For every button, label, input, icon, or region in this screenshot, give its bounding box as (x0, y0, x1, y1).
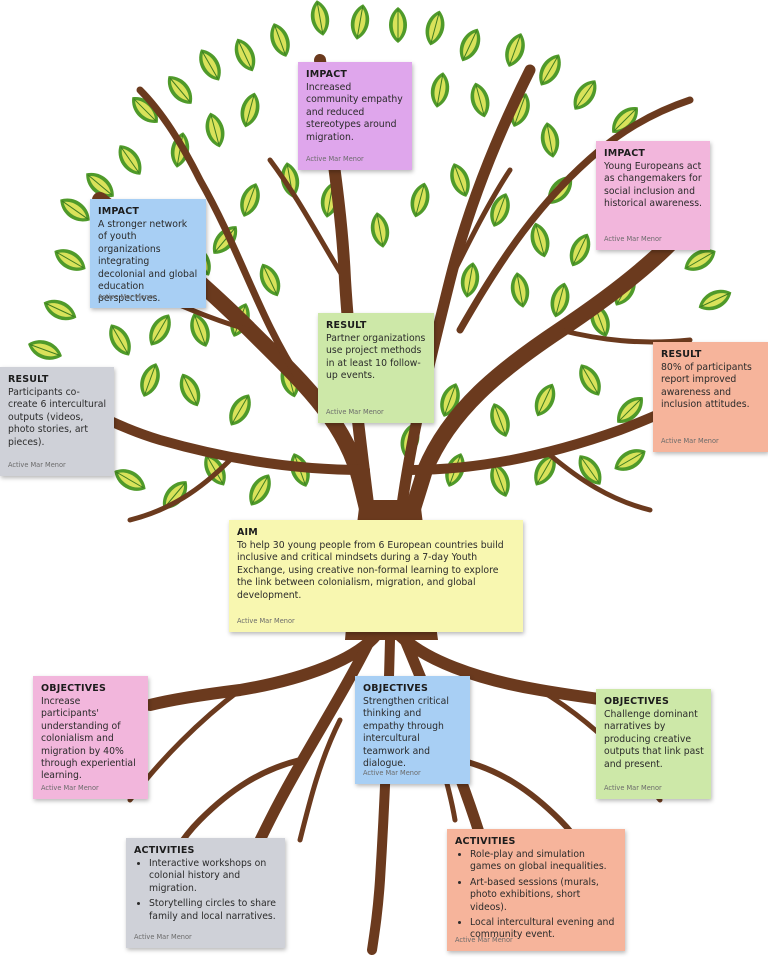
aim-note: AIM To help 30 young people from 6 Europ… (229, 520, 523, 632)
note-signature: Active Mar Menor (98, 293, 156, 301)
note-signature: Active Mar Menor (306, 155, 364, 163)
result-heading: RESULT (661, 349, 702, 360)
activity-item: Interactive workshops on colonial histor… (149, 858, 278, 895)
activity-item: Storytelling circles to share family and… (149, 898, 278, 923)
result-text: Participants co-create 6 intercultural o… (8, 387, 107, 448)
impact-text: Young Europeans act as changemakers for … (604, 161, 702, 210)
note-signature: Active Mar Menor (455, 936, 513, 944)
result-heading: RESULT (8, 374, 49, 385)
note-signature: Active Mar Menor (8, 461, 66, 469)
impact-note-top: IMPACT Increased community empathy and r… (298, 62, 412, 170)
objectives-text: Strengthen critical thinking and empathy… (363, 696, 449, 770)
objectives-text: Challenge dominant narratives by produci… (604, 709, 704, 770)
note-signature: Active Mar Menor (237, 617, 295, 625)
activity-item: Role-play and simulation games on global… (470, 849, 618, 874)
note-signature: Active Mar Menor (604, 784, 662, 792)
note-signature: Active Mar Menor (134, 933, 192, 941)
objectives-text: Increase participants' understanding of … (41, 696, 136, 782)
activities-list: Role-play and simulation games on global… (455, 849, 618, 942)
activities-note-left: ACTIVITIES Interactive workshops on colo… (126, 838, 285, 948)
result-heading: RESULT (326, 320, 367, 331)
note-signature: Active Mar Menor (326, 408, 384, 416)
activities-list: Interactive workshops on colonial histor… (134, 858, 278, 923)
activities-heading: ACTIVITIES (134, 845, 195, 856)
result-text: Partner organizations use project method… (326, 333, 426, 382)
note-signature: Active Mar Menor (604, 235, 662, 243)
objectives-note-right: OBJECTIVES Challenge dominant narratives… (596, 689, 711, 799)
result-note-center: RESULT Partner organizations use project… (318, 313, 434, 423)
objectives-note-center: OBJECTIVES Strengthen critical thinking … (355, 676, 470, 784)
impact-heading: IMPACT (98, 206, 140, 217)
impact-note-left: IMPACT A stronger network of youth organ… (90, 199, 206, 308)
objectives-heading: OBJECTIVES (41, 683, 107, 694)
impact-heading: IMPACT (604, 148, 646, 159)
result-note-right: RESULT 80% of participants report improv… (653, 342, 768, 452)
note-signature: Active Mar Menor (661, 437, 719, 445)
objectives-heading: OBJECTIVES (604, 696, 670, 707)
impact-heading: IMPACT (306, 69, 348, 80)
note-signature: Active Mar Menor (363, 769, 421, 777)
aim-heading: AIM (237, 527, 258, 538)
activities-heading: ACTIVITIES (455, 836, 516, 847)
activities-note-right: ACTIVITIES Role-play and simulation game… (447, 829, 625, 951)
note-signature: Active Mar Menor (41, 784, 99, 792)
result-note-left: RESULT Participants co-create 6 intercul… (0, 367, 114, 476)
result-text: 80% of participants report improved awar… (661, 362, 752, 411)
objectives-note-left: OBJECTIVES Increase participants' unders… (33, 676, 148, 799)
objectives-heading: OBJECTIVES (363, 683, 429, 694)
impact-text: A stronger network of youth organization… (98, 219, 198, 305)
activity-item: Art-based sessions (murals, photo exhibi… (470, 877, 618, 914)
impact-note-right: IMPACT Young Europeans act as changemake… (596, 141, 710, 250)
impact-text: Increased community empathy and reduced … (306, 82, 403, 143)
activity-item: Local intercultural evening and communit… (470, 917, 618, 942)
aim-text: To help 30 young people from 6 European … (237, 540, 504, 601)
